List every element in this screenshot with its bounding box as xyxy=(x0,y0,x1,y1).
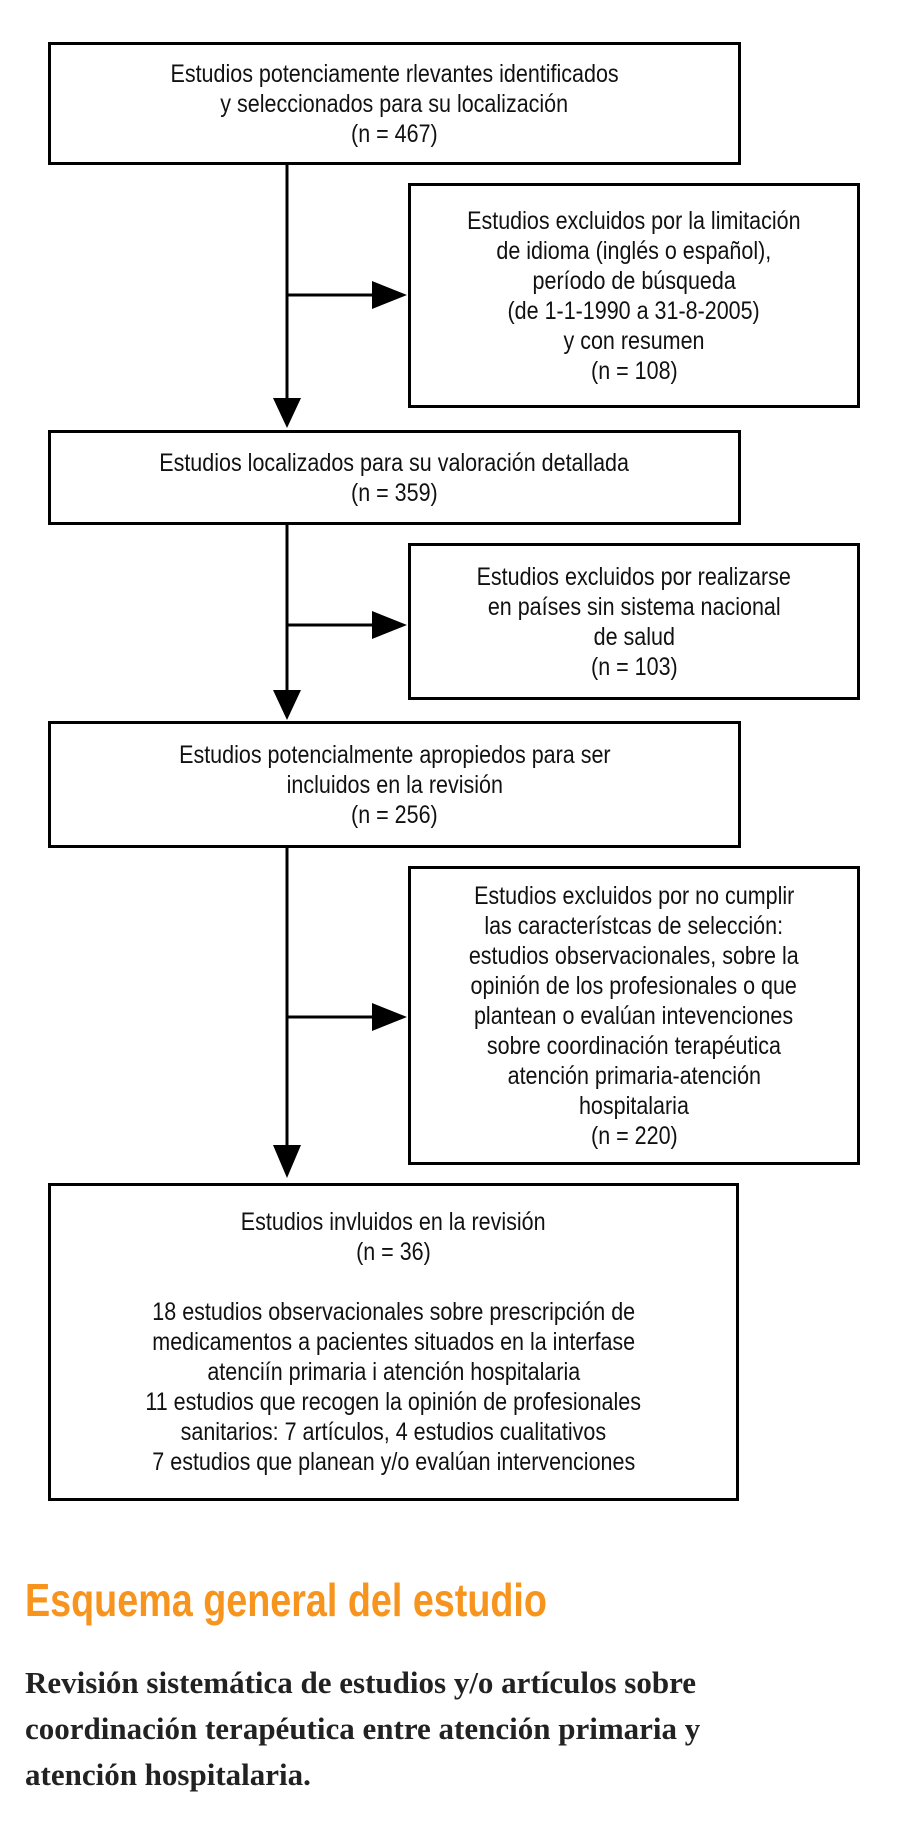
box-line: hospitalaria xyxy=(579,1091,689,1120)
box-excluded-country: Estudios excluidos por realizarse en paí… xyxy=(408,543,860,700)
box-line: (n = 108) xyxy=(590,356,678,385)
box-line: sobre coordinación terapéutica xyxy=(486,1031,782,1060)
box-line: Estudios localizados para su valoración … xyxy=(159,448,630,477)
box-appropriate-studies: Estudios potencialmente apropiedos para … xyxy=(48,721,741,848)
box-line: Estudios excluidos por la limitación xyxy=(467,206,801,235)
vertical-arrow-3 xyxy=(273,848,301,1178)
box-included-studies: Estudios invluidos en la revisión (n = 3… xyxy=(48,1183,739,1501)
box-line: Estudios excluidos por realizarse xyxy=(476,562,792,591)
box-line: (n = 359) xyxy=(351,478,438,507)
box-line: (n = 220) xyxy=(590,1121,678,1150)
box-detail-line: medicamentos a pacientes situados en la … xyxy=(152,1328,635,1356)
box-line: Estudios potencialmente apropiedos para … xyxy=(178,740,611,769)
caption-title: Esquema general del estudio xyxy=(25,1574,547,1626)
box-identified-studies: Estudios potenciamente rlevantes identif… xyxy=(48,42,741,165)
box-line: de idioma (inglés o español), xyxy=(496,236,772,265)
box-located-studies: Estudios localizados para su valoración … xyxy=(48,430,741,525)
box-line: en países sin sistema nacional xyxy=(487,592,781,621)
vertical-arrow-1 xyxy=(273,165,301,428)
box-line: opinión de los profesionales o que xyxy=(470,971,798,1000)
box-line: incluidos en la revisión xyxy=(286,770,503,799)
box-line: plantean o evalúan intevenciones xyxy=(474,1001,794,1030)
caption-subtitle: Revisión sistemática de estudios y/o art… xyxy=(25,1660,885,1798)
box-detail-line: 7 estudios que planean y/o evalúan inter… xyxy=(152,1448,635,1476)
box-line: (de 1-1-1990 a 31-8-2005) xyxy=(507,296,761,325)
horizontal-arrow-3 xyxy=(287,1003,407,1031)
box-line: Estudios potenciamente rlevantes identif… xyxy=(170,59,619,88)
box-line: Estudios invluidos en la revisión xyxy=(241,1208,546,1236)
box-detail-line: sanitarios: 7 artículos, 4 estudios cual… xyxy=(180,1418,607,1446)
horizontal-arrow-2 xyxy=(287,611,407,639)
caption-subtitle-line: coordinación terapéutica entre atención … xyxy=(25,1711,701,1746)
box-line: Estudios excluidos por no cumplir xyxy=(473,881,795,910)
box-line: de salud xyxy=(593,622,675,651)
horizontal-arrow-1 xyxy=(287,281,407,309)
box-line: atención primaria-atención xyxy=(507,1061,761,1090)
box-line: y seleccionados para su localización xyxy=(220,89,569,118)
box-line: estudios observacionales, sobre la xyxy=(469,941,799,970)
box-line: las característcas de selección: xyxy=(484,911,784,940)
caption-subtitle-line: Revisión sistemática de estudios y/o art… xyxy=(25,1665,697,1700)
box-detail-line: 18 estudios observacionales sobre prescr… xyxy=(152,1298,635,1326)
box-line: (n = 36) xyxy=(356,1238,431,1266)
box-excluded-criteria: Estudios excluidos por no cumplir las ca… xyxy=(408,866,860,1165)
box-line: (n = 256) xyxy=(351,800,438,829)
box-line: y con resumen xyxy=(563,326,705,355)
box-detail-line: 11 estudios que recogen la opinión de pr… xyxy=(145,1388,642,1416)
box-line: (n = 103) xyxy=(590,652,678,681)
caption-subtitle-line: atención hospitalaria. xyxy=(25,1757,311,1792)
box-detail-line: atenciín primaria i atención hospitalari… xyxy=(207,1358,580,1386)
box-line: período de búsqueda xyxy=(532,266,736,295)
box-excluded-language: Estudios excluidos por la limitación de … xyxy=(408,183,860,408)
vertical-arrow-2 xyxy=(273,525,301,720)
box-line: (n = 467) xyxy=(351,119,438,148)
